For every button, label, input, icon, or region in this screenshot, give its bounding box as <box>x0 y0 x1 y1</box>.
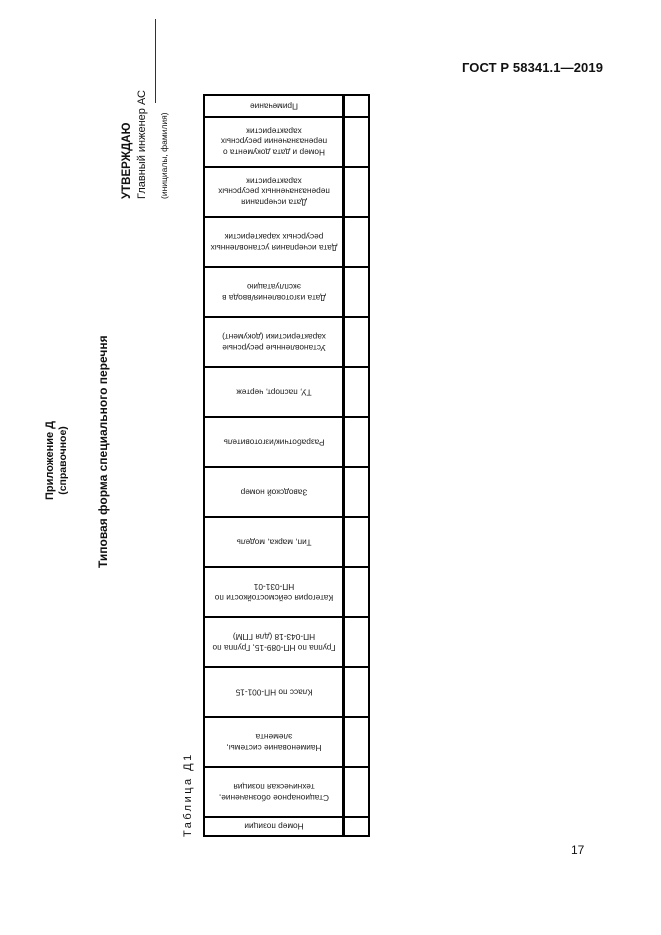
column-header-text: Установленные ресурсные характеристики (… <box>221 332 326 353</box>
column-header-text: Группа по НП-089-15, Группа по НП-043-18… <box>212 632 335 653</box>
column-header: Наименование системы, элемента <box>205 718 342 766</box>
table-row: Заводской номер <box>205 468 368 518</box>
approval-position: Главный инженер АС <box>136 89 148 199</box>
column-header-text: Стационарное обозначение, техническая по… <box>218 782 329 803</box>
table-cell[interactable] <box>342 418 368 466</box>
signature-line <box>155 19 156 103</box>
special-list-table: Примечание Номер и дата документа о пере… <box>203 94 370 837</box>
column-header: Примечание <box>205 96 342 116</box>
table-cell[interactable] <box>342 168 368 216</box>
column-header: Заводской номер <box>205 468 342 516</box>
appendix-title: Приложение Д <box>44 421 56 500</box>
column-header-text: Заводской номер <box>240 487 307 498</box>
column-header-text: Разработчик/изготовитель <box>223 437 324 448</box>
table-row: Номер и дата документа о переназначении … <box>205 118 368 168</box>
table-row: Разработчик/изготовитель <box>205 418 368 468</box>
table-cell[interactable] <box>342 668 368 716</box>
table-label: Таблица Д1 <box>182 752 194 837</box>
table-row: Стационарное обозначение, техническая по… <box>205 768 368 818</box>
table-cell[interactable] <box>342 718 368 766</box>
column-header: Номер и дата документа о переназначении … <box>205 118 342 166</box>
table-row: ТУ, паспорт, чертеж <box>205 368 368 418</box>
table-cell[interactable] <box>342 568 368 616</box>
column-header-text: Дата исчерпания переназначенных ресурсны… <box>217 176 330 208</box>
column-header-text: Дата исчерпания установленных ресурсных … <box>210 232 337 253</box>
table-row: Установленные ресурсные характеристики (… <box>205 318 368 368</box>
column-header-text: Категория сейсмостойкости по НП-031-01 <box>214 582 333 603</box>
column-header: Тип, марка, модель <box>205 518 342 566</box>
column-header-text: Номер и дата документа о переназначении … <box>220 126 327 158</box>
column-header: Группа по НП-089-15, Группа по НП-043-18… <box>205 618 342 666</box>
table-row: Дата исчерпания переназначенных ресурсны… <box>205 168 368 218</box>
page-number: 17 <box>571 843 585 857</box>
standard-code: ГОСТ Р 58341.1—2019 <box>462 60 604 75</box>
table-cell[interactable] <box>342 268 368 316</box>
table-row: Наименование системы, элемента <box>205 718 368 768</box>
table-cell[interactable] <box>342 368 368 416</box>
form-title: Типовая форма специального перечня <box>96 335 110 568</box>
table-row: Дата исчерпания установленных ресурсных … <box>205 218 368 268</box>
table-row: Группа по НП-089-15, Группа по НП-043-18… <box>205 618 368 668</box>
table-row-notes: Примечание <box>205 96 368 118</box>
table-cell[interactable] <box>342 618 368 666</box>
table-row-position-number: Номер позиции <box>205 818 368 835</box>
table-row: Класс по НП-001-15 <box>205 668 368 718</box>
approval-block: УТВЕРЖДАЮ Главный инженер АС (инициалы, … <box>120 19 172 199</box>
table-cell[interactable] <box>342 118 368 166</box>
table-row: Тип, марка, модель <box>205 518 368 568</box>
appendix-subtitle: (справочное) <box>57 426 69 495</box>
column-header: ТУ, паспорт, чертеж <box>205 368 342 416</box>
column-header-text: Дата изготовления/ввода в эксплуатацию <box>221 282 326 303</box>
column-header: Установленные ресурсные характеристики (… <box>205 318 342 366</box>
column-header: Дата изготовления/ввода в эксплуатацию <box>205 268 342 316</box>
appendix-heading: Приложение Д (справочное) <box>44 421 70 500</box>
column-header: Дата исчерпания установленных ресурсных … <box>205 218 342 266</box>
column-header: Класс по НП-001-15 <box>205 668 342 716</box>
table-row: Категория сейсмостойкости по НП-031-01 <box>205 568 368 618</box>
column-header-text: Наименование системы, элемента <box>225 732 322 753</box>
column-header: Разработчик/изготовитель <box>205 418 342 466</box>
table-cell[interactable] <box>342 96 368 116</box>
table-cell[interactable] <box>342 468 368 516</box>
column-header: Дата исчерпания переназначенных ресурсны… <box>205 168 342 216</box>
table-cell[interactable] <box>342 768 368 816</box>
column-header-text: Примечание <box>249 101 298 112</box>
column-header: Номер позиции <box>205 818 342 835</box>
table-cell[interactable] <box>342 518 368 566</box>
signature-hint: (инициалы, фамилия) <box>159 112 169 199</box>
column-header: Категория сейсмостойкости по НП-031-01 <box>205 568 342 616</box>
table-row: Дата изготовления/ввода в эксплуатацию <box>205 268 368 318</box>
column-header-text: Тип, марка, модель <box>236 537 311 548</box>
column-header-text: Класс по НП-001-15 <box>235 687 312 698</box>
approval-label: УТВЕРЖДАЮ <box>121 122 133 199</box>
table-cell[interactable] <box>342 318 368 366</box>
column-header-text: Номер позиции <box>243 821 304 832</box>
table-cell[interactable] <box>342 818 368 835</box>
column-header-text: ТУ, паспорт, чертеж <box>235 387 312 398</box>
column-header: Стационарное обозначение, техническая по… <box>205 768 342 816</box>
table-cell[interactable] <box>342 218 368 266</box>
